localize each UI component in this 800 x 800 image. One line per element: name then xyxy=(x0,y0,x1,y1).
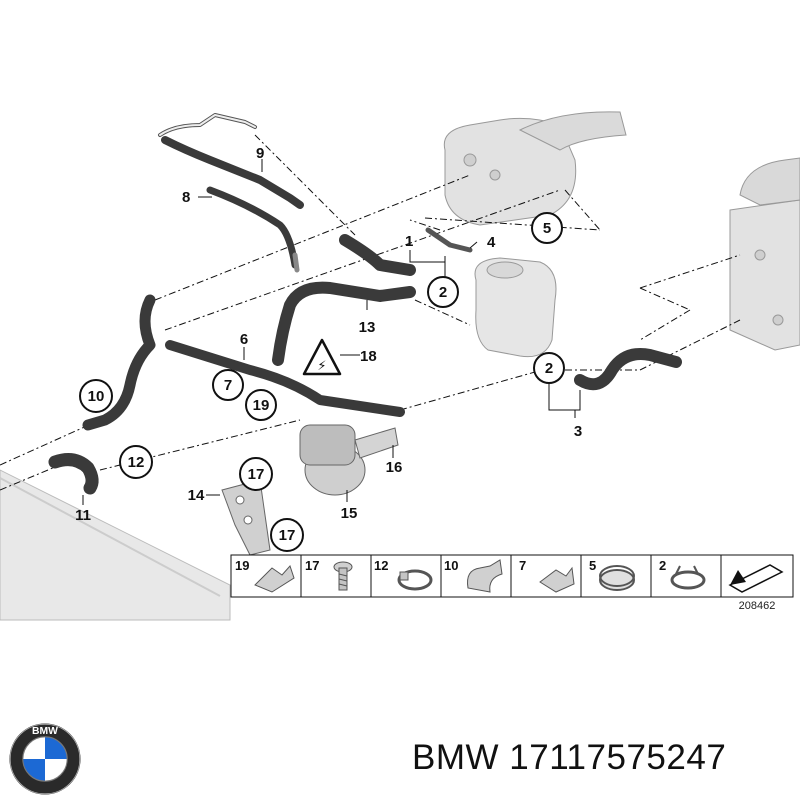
callout-8: 8 xyxy=(182,189,190,206)
callout-14: 14 xyxy=(188,487,205,504)
expansion-tank xyxy=(474,257,557,358)
legend-strip: 19 17 12 10 7 5 2 xyxy=(230,554,794,598)
callout-circle-12 xyxy=(119,445,153,479)
callout-17b: 17 xyxy=(279,527,296,544)
callout-2b: 2 xyxy=(545,360,553,377)
radiator xyxy=(0,469,231,621)
callout-9: 9 xyxy=(256,145,264,162)
callout-circle-2b xyxy=(533,352,565,384)
intercooler xyxy=(729,157,800,351)
callout-2a: 2 xyxy=(439,284,447,301)
callout-18: 18 xyxy=(360,348,377,365)
callout-13: 13 xyxy=(359,319,376,336)
legend-num-19: 19 xyxy=(235,558,249,573)
legend-num-12: 12 xyxy=(374,558,388,573)
turbo-housing xyxy=(443,111,627,226)
callout-circle-7 xyxy=(212,369,244,401)
callout-circle-17b xyxy=(270,518,304,552)
callout-4: 4 xyxy=(487,234,496,251)
bolt-icon xyxy=(333,561,353,591)
callout-17a: 17 xyxy=(248,466,265,483)
reference-number: 208462 xyxy=(739,600,776,612)
holder-clip-icon xyxy=(254,565,295,593)
hose-clamp-icon xyxy=(397,569,433,591)
clip-icon xyxy=(467,559,503,593)
callout-10: 10 xyxy=(88,388,105,405)
band-clamp-icon xyxy=(599,565,635,591)
bmw-logo-icon: BMW xyxy=(9,723,81,795)
svg-text:BMW: BMW xyxy=(32,726,58,737)
callout-circle-10 xyxy=(79,379,113,413)
legend-num-2: 2 xyxy=(659,558,666,573)
callout-circle-17a xyxy=(239,457,273,491)
spring-clamp-icon xyxy=(670,565,706,590)
callout-1: 1 xyxy=(405,233,413,250)
callout-circle-5 xyxy=(531,212,563,244)
callout-5: 5 xyxy=(543,220,551,237)
callout-3: 3 xyxy=(574,423,582,440)
callout-19: 19 xyxy=(253,397,270,414)
legend-num-5: 5 xyxy=(589,558,596,573)
electric-water-pump xyxy=(299,424,399,496)
svg-text:⚡: ⚡ xyxy=(317,359,326,374)
callout-7: 7 xyxy=(224,377,232,394)
callouts: 9 8 1 4 5 2 13 18 6 7 19 10 2 3 12 17 16… xyxy=(75,145,582,552)
callout-6: 6 xyxy=(240,331,248,348)
warning-triangle: ⚡ xyxy=(302,338,342,376)
legend-num-17: 17 xyxy=(305,558,319,573)
hoses xyxy=(48,113,682,495)
callout-16: 16 xyxy=(386,459,403,476)
direction-arrow-icon xyxy=(728,564,784,593)
callout-12: 12 xyxy=(128,454,145,471)
callout-15: 15 xyxy=(341,505,358,522)
legend-num-7: 7 xyxy=(519,558,526,573)
part-number-title: BMW 17117575247 xyxy=(412,738,727,777)
pump-bracket xyxy=(221,479,271,556)
callout-11: 11 xyxy=(75,507,91,524)
bracket-clip-icon xyxy=(539,566,575,593)
callout-circle-2a xyxy=(427,276,459,308)
callout-circle-19 xyxy=(245,389,277,421)
leader-lines xyxy=(82,159,581,505)
legend-num-10: 10 xyxy=(444,558,458,573)
